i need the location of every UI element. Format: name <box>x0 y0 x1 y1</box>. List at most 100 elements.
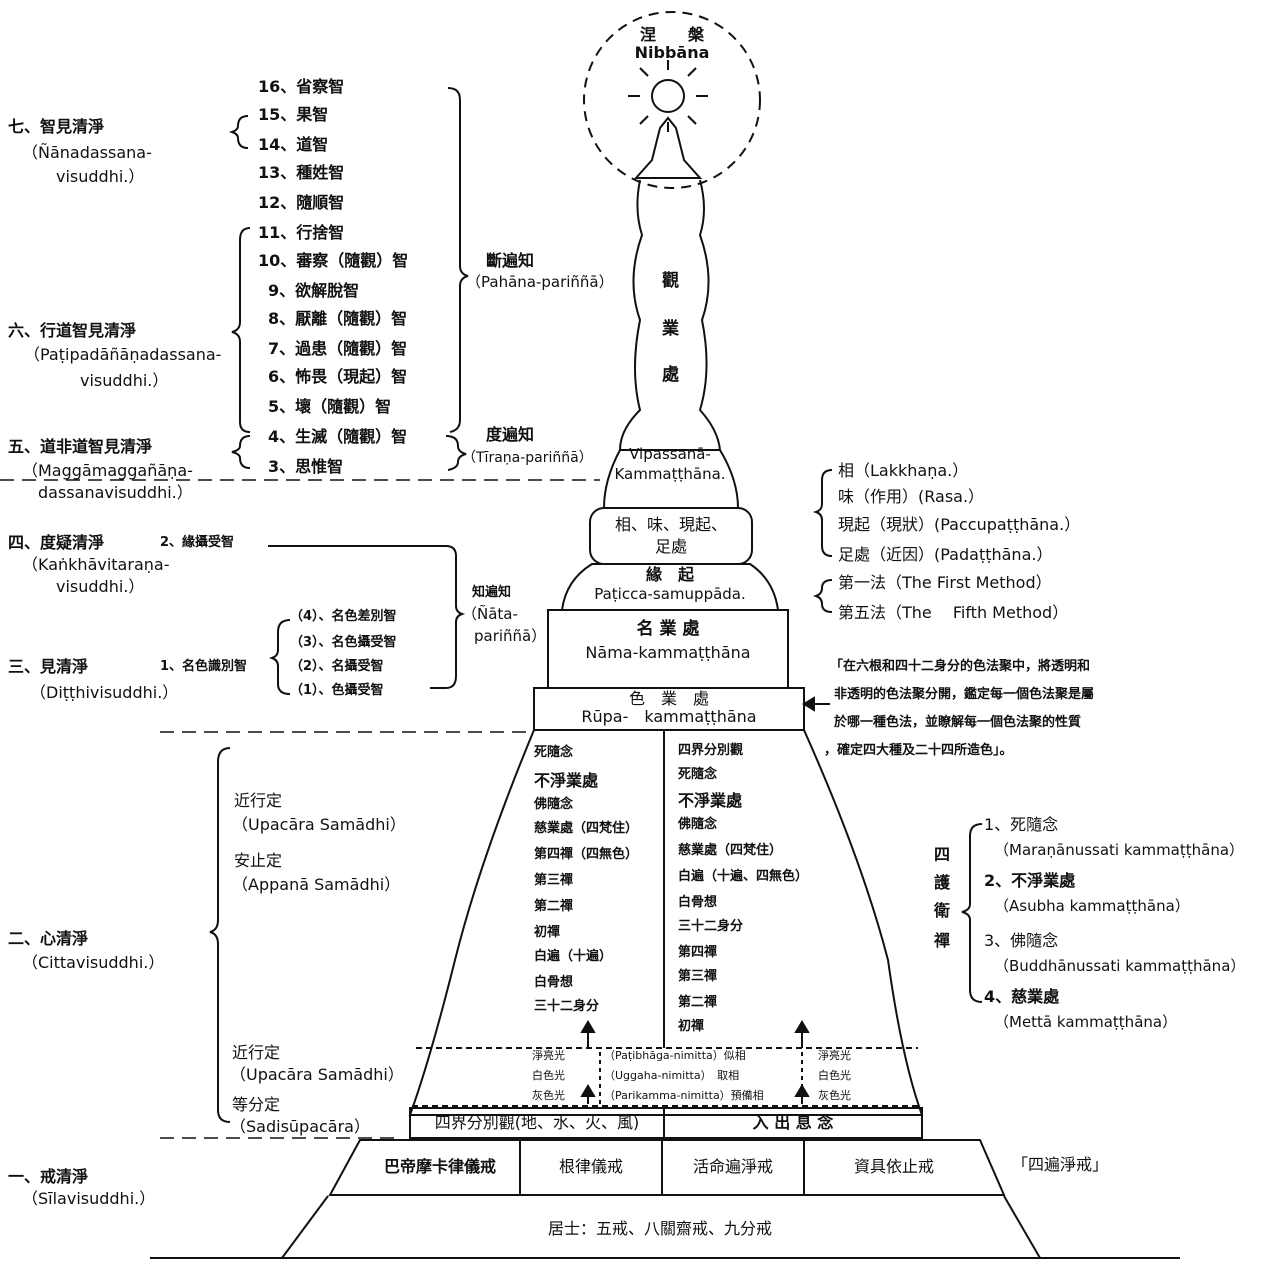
list-item: 7、過患（隨觀）智 <box>268 339 408 358</box>
s3-sub-1: （1）、色攝受智 <box>290 683 384 698</box>
protective-item-2-pali: （Asubha kammaṭṭhāna） <box>994 897 1190 915</box>
nimitta-mid-2: （Uggaha-nimitta） 取相 <box>604 1069 740 1082</box>
list-item: 11、行捨智 <box>258 223 345 242</box>
list-item: 不淨業處 <box>678 791 743 810</box>
nata-pali-2: pariññā） <box>474 627 547 645</box>
stage-2-title: 二、心清淨 <box>8 929 89 948</box>
tier-rupa-pali: Rūpa- kammaṭṭhāna <box>581 707 757 726</box>
method-fifth: 第五法（The Fifth Method） <box>838 603 1069 622</box>
list-item: 慈業處（四梵住） <box>534 821 639 836</box>
stage-5-pali-2: dassanavisuddhi.） <box>38 483 193 502</box>
samadhi-sadisu-pali: （Sadisūpacāra） <box>230 1117 370 1136</box>
nimitta-left-2: 白色光 <box>532 1069 565 1082</box>
list-item: 白遍（十遍、四無色） <box>678 869 809 884</box>
tier-paticca <box>560 563 780 611</box>
sila-item-2: 根律儀戒 <box>558 1157 623 1176</box>
tier-paticca-zh: 緣 起 <box>645 565 694 584</box>
tier-sila <box>328 1139 1006 1196</box>
s3-item: 1、名色識別智 <box>160 659 248 674</box>
tirana-zh: 度遍知 <box>486 425 535 444</box>
nimitta-right-1: 淨亮光 <box>818 1049 851 1062</box>
list-item: 死隨念 <box>678 767 718 782</box>
stage-6-pali-1: （Paṭipadāñāṇadassana- <box>24 345 222 364</box>
stage-7-pali-2: visuddhi.） <box>56 167 145 186</box>
list-item: 3、思惟智 <box>268 457 344 476</box>
nibbana-pali: Nibbāna <box>634 43 710 62</box>
vipassana-pali-2: Kammaṭṭhāna. <box>614 465 726 483</box>
protective-item-1-pali: （Maraṇānussati kammaṭṭhāna） <box>994 841 1245 859</box>
protective-item-4: 4、慈業處 <box>984 987 1060 1006</box>
tier-lakkhana-line1: 相、味、現起、 <box>614 515 727 534</box>
list-item: 第三禪 <box>678 969 718 984</box>
list-item: 初禪 <box>678 1019 705 1034</box>
tier-rupa-zh: 色 業 處 <box>628 689 709 708</box>
rupa-note-3: 於哪一種色法，並瞭解每一個色法聚的性質 <box>834 715 1082 730</box>
samadhi-low-upacara: 近行定 <box>232 1043 281 1062</box>
stage-1-title: 一、戒清淨 <box>8 1167 89 1186</box>
tier-paticca-pali: Paṭicca-samuppāda. <box>594 585 746 603</box>
vipassana-zh-1: 觀 <box>662 271 679 291</box>
laity-precepts: 居士：五戒、八關齋戒、九分戒 <box>547 1219 772 1238</box>
vipassana-pali-1: Vipassanā- <box>629 445 711 463</box>
list-item: 慈業處（四梵住） <box>678 843 783 858</box>
list-item: 9、欲解脫智 <box>268 281 360 300</box>
method-first: 第一法（The First Method） <box>838 573 1052 592</box>
nibbana-zh: 涅 槃 <box>639 25 704 44</box>
s3-sub-4: （4）、名色差別智 <box>290 609 397 624</box>
s4-item: 2、緣攝受智 <box>160 535 235 550</box>
samadhi-upacara: 近行定 <box>234 791 283 810</box>
list-item: 三十二身分 <box>678 919 744 934</box>
stage-4-pali-1: （Kaṅkhāvitaraṇa- <box>22 555 170 574</box>
stage-3-pali: （Diṭṭhivisuddhi.） <box>30 683 179 702</box>
s3-sub-2: （2）、名攝受智 <box>290 659 384 674</box>
tirana-pali: （Tīraṇa-pariññā） <box>462 450 593 466</box>
sun-icon <box>651 79 685 113</box>
stage-4-pali-2: visuddhi.） <box>56 577 145 596</box>
list-item: 13、種姓智 <box>258 163 345 182</box>
pahana-zh: 斷遍知 <box>486 251 535 270</box>
tier-nama-pali: Nāma-kammaṭṭhāna <box>585 643 751 662</box>
s3-sub-3: （3）、名色攝受智 <box>290 635 397 650</box>
list-item: 白骨想 <box>678 895 718 910</box>
pahana-pali: （Pahāna-pariññā） <box>466 273 614 291</box>
protective-title-4: 禪 <box>934 931 951 950</box>
nibbana-circle <box>583 11 761 189</box>
protective-item-3-pali: （Buddhānussati kammaṭṭhāna） <box>994 957 1246 975</box>
list-item: 5、壞（隨觀）智 <box>268 397 392 416</box>
nimitta-mid-1: （Paṭibhāga-nimitta）似相 <box>604 1049 746 1062</box>
tier-lakkhana-line2: 足處 <box>654 537 687 556</box>
stage-5-pali-1: （Maggāmaggañāṇa- <box>22 461 193 480</box>
base-right-label: 入 出 息 念 <box>752 1113 834 1132</box>
char-paccupatthana: 現起（現狀）(Paccupaṭṭhāna.） <box>838 515 1081 534</box>
samadhi-sadisu: 等分定 <box>232 1095 281 1114</box>
list-item: 初禪 <box>534 925 561 940</box>
stage-5-title: 五、道非道智見清淨 <box>8 437 153 456</box>
stupa-finial <box>633 116 703 179</box>
samadhi-low-upacara-pali: （Upacāra Samādhi） <box>230 1065 404 1084</box>
samadhi-upacara-pali: （Upacāra Samādhi） <box>232 815 406 834</box>
base-left-label: 四界分別觀(地、水、火、風) <box>434 1113 640 1132</box>
tier-nama-zh: 名 業 處 <box>636 619 700 639</box>
list-item: 第二禪 <box>678 995 718 1010</box>
four-purities-label: 「四遍淨戒」 <box>1012 1155 1109 1174</box>
protective-title-2: 護 <box>934 873 951 892</box>
samadhi-appana: 安止定 <box>234 851 283 870</box>
char-padatthana: 足處（近因）(Padaṭṭhāna.） <box>838 545 1053 564</box>
nata-zh: 知遍知 <box>472 585 512 600</box>
sila-item-1: 巴帝摩卡律儀戒 <box>383 1157 496 1176</box>
protective-item-2: 2、不淨業處 <box>984 871 1076 890</box>
protective-item-1: 1、死隨念 <box>984 815 1059 834</box>
protective-title-1: 四 <box>934 845 951 864</box>
sila-item-3: 活命遍淨戒 <box>692 1157 773 1176</box>
nata-pali-1: （Ñāta- <box>462 605 518 623</box>
list-item: 三十二身分 <box>534 999 600 1014</box>
list-item: 第四禪 <box>678 945 718 960</box>
tier-rupa <box>533 687 805 731</box>
list-item: 第三禪 <box>534 873 574 888</box>
rupa-note-4: ，確定四大種及二十四所造色」。 <box>824 743 1013 758</box>
list-item: 白骨想 <box>534 975 574 990</box>
list-item: 佛隨念 <box>678 817 718 832</box>
rupa-note-2: 非透明的色法聚分開，鑑定每一個色法聚是屬 <box>834 687 1095 702</box>
stupa-spire <box>618 179 722 451</box>
